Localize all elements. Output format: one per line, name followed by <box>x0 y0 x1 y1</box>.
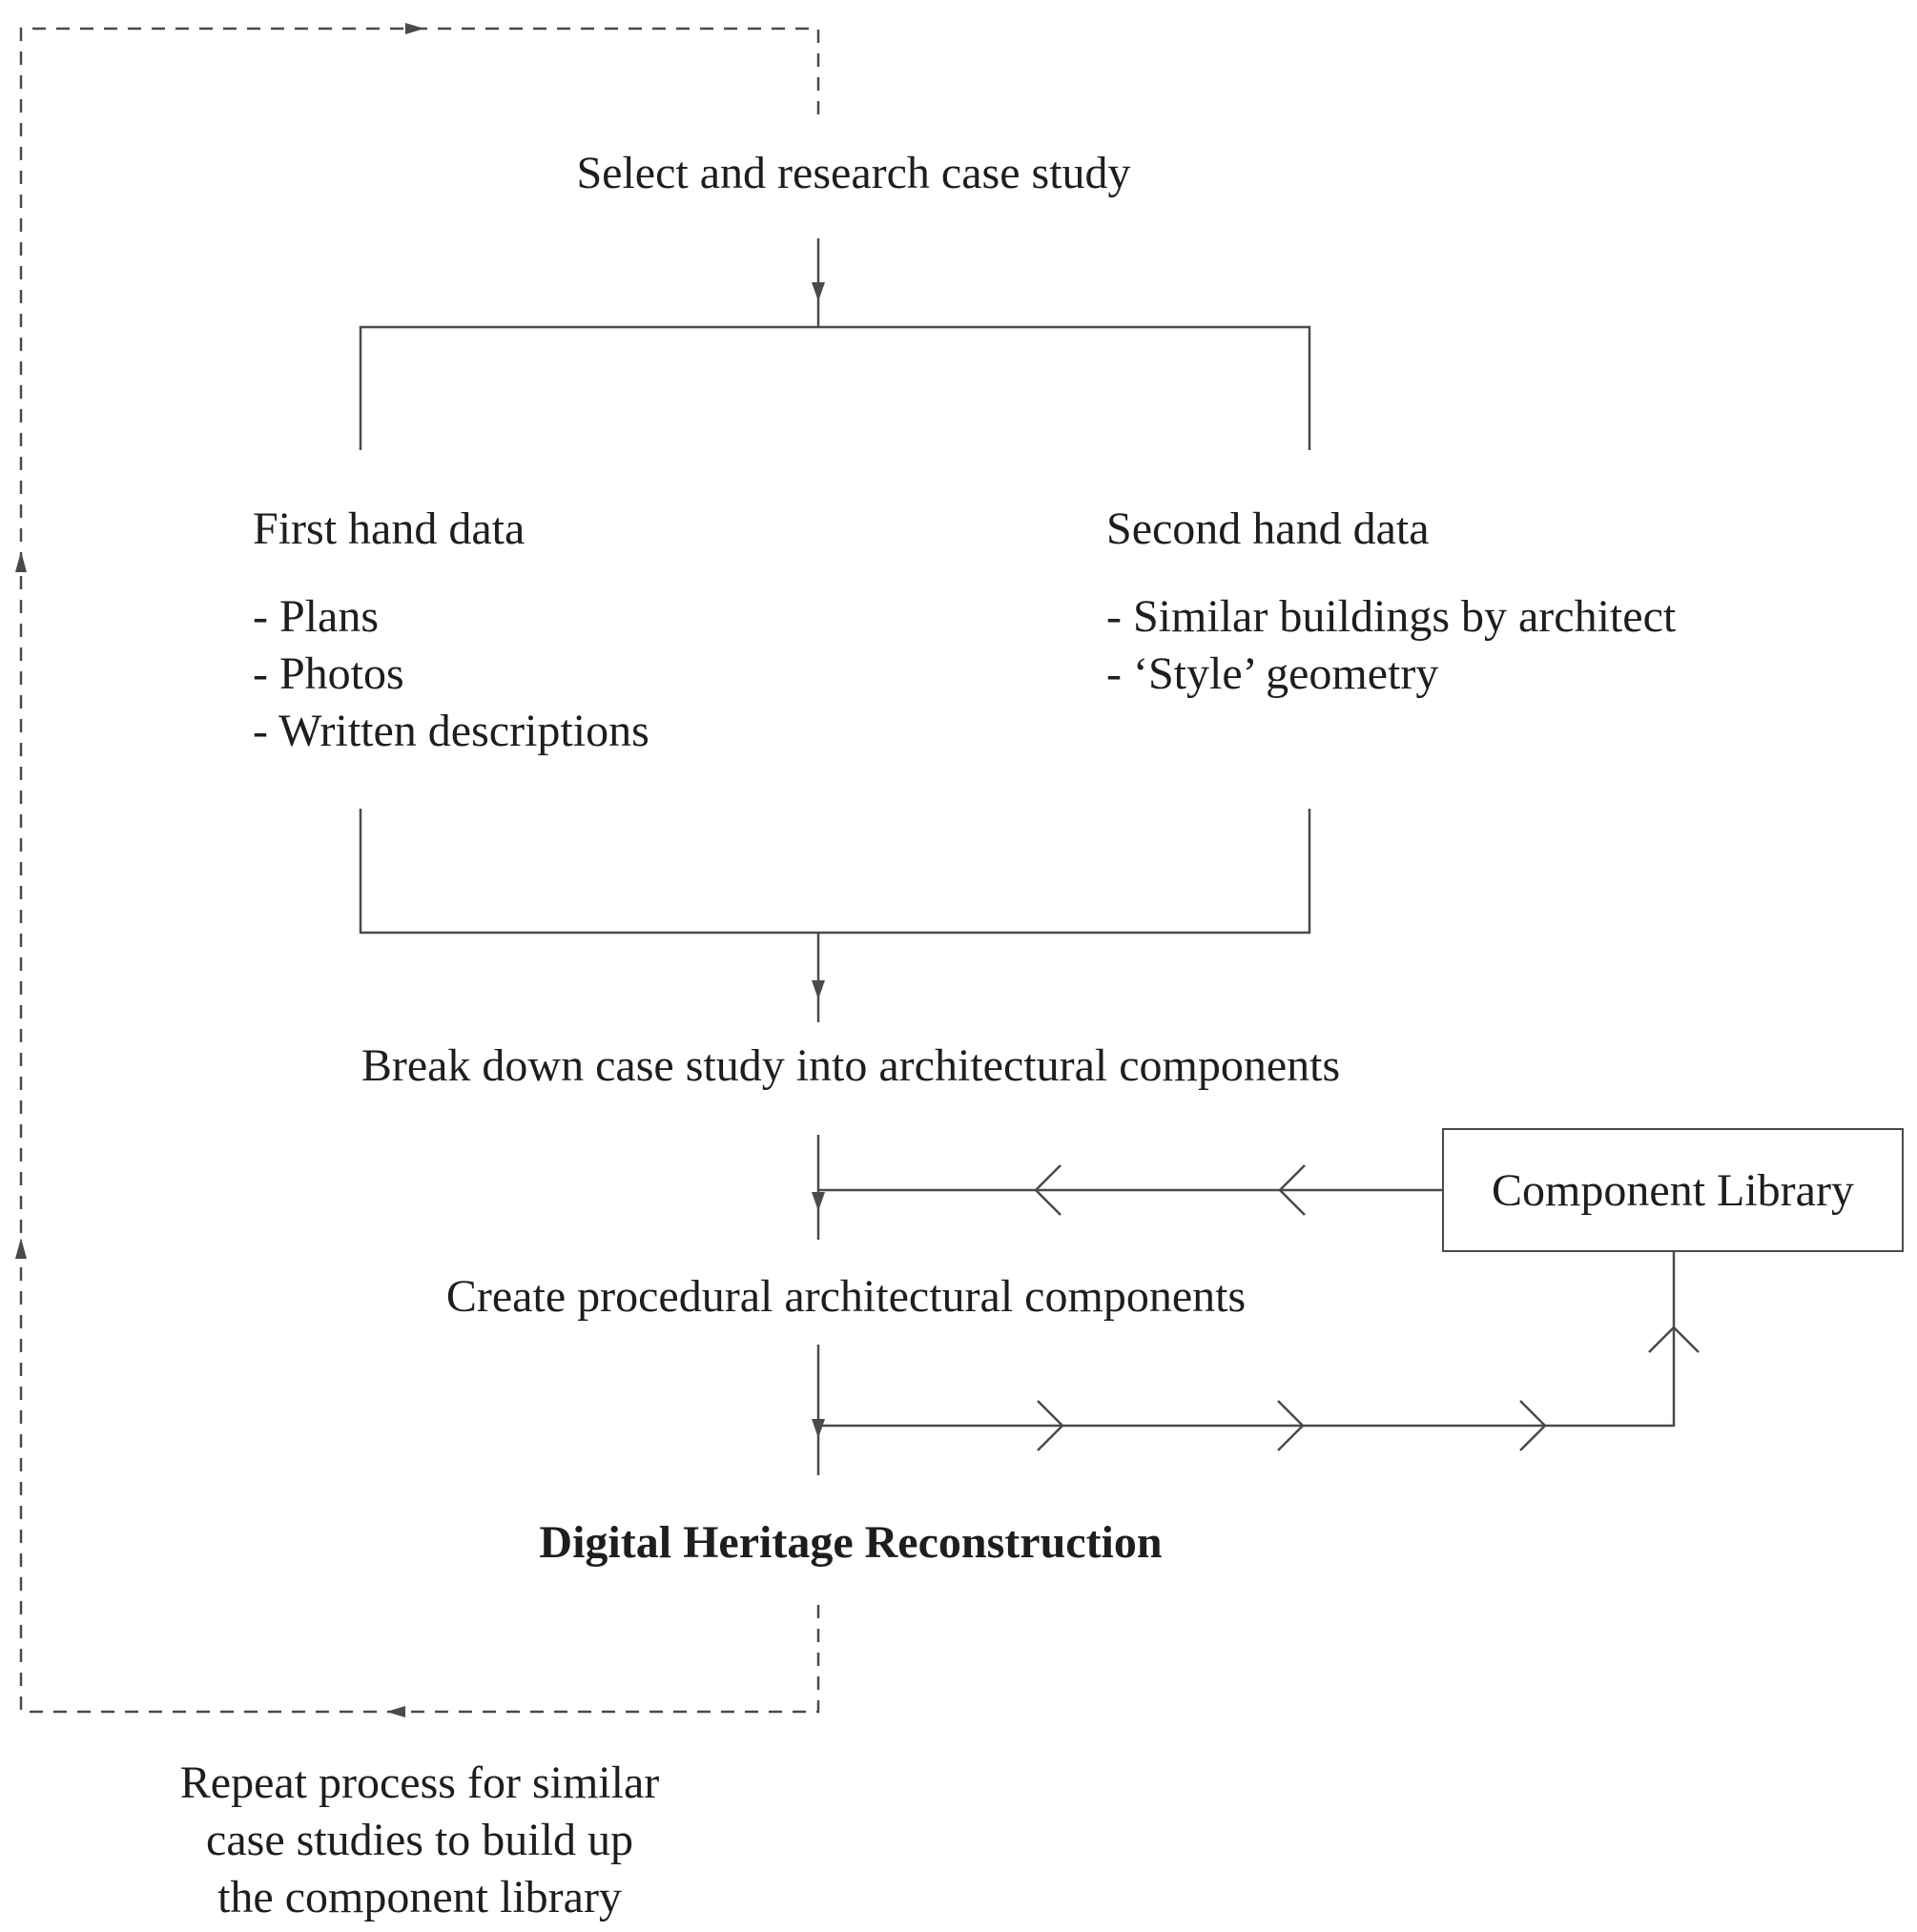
arrow-break-down <box>812 1192 825 1211</box>
chevron-library-out-1 <box>1037 1400 1064 1451</box>
chevron-library-in-2 <box>1278 1164 1306 1216</box>
connector-library-out <box>818 1252 1676 1428</box>
step-break-down: Break down case study into architectural… <box>361 1040 1341 1091</box>
repeat-note-line: case studies to build up <box>206 1815 633 1865</box>
step-select-case-study: Select and research case study <box>576 148 1131 198</box>
repeat-note-line: the component library <box>217 1872 622 1922</box>
repeat-note-line: Repeat process for similar <box>179 1757 660 1808</box>
component-library-box: Component Library <box>1442 1128 1904 1252</box>
step-create-components: Create procedural architectural componen… <box>445 1271 1247 1322</box>
first-hand-item: Plans <box>253 588 649 646</box>
arrow-select-down <box>812 282 825 301</box>
loop-arrow-left-lower <box>15 1238 27 1259</box>
step-reconstruction: Digital Heritage Reconstruction <box>539 1517 1163 1568</box>
merge-bracket <box>359 809 1311 935</box>
chevron-library-out-3 <box>1519 1400 1547 1451</box>
first-hand-title: First hand data <box>253 504 526 554</box>
first-hand-list: Plans Photos Written descriptions <box>253 588 649 760</box>
first-hand-item: Photos <box>253 646 649 703</box>
loop-arrow-bottom <box>386 1706 405 1717</box>
second-hand-item: Similar buildings by architect <box>1106 588 1676 646</box>
arrow-merge-down <box>812 980 825 999</box>
repeat-loop-dashed <box>19 27 820 1714</box>
first-hand-item: Written descriptions <box>253 703 649 760</box>
loop-arrow-top <box>405 23 424 34</box>
component-library-label: Component Library <box>1492 1164 1854 1216</box>
arrow-create-down <box>812 1419 825 1438</box>
loop-arrow-left-upper <box>15 551 27 572</box>
second-hand-title: Second hand data <box>1106 504 1430 554</box>
chevron-library-out-2 <box>1277 1400 1305 1451</box>
split-bracket <box>359 325 1311 450</box>
second-hand-list: Similar buildings by architect ‘Style’ g… <box>1106 588 1676 703</box>
second-hand-item: ‘Style’ geometry <box>1106 646 1676 703</box>
chevron-library-out-up <box>1648 1326 1700 1353</box>
repeat-process-note: Repeat process for similar case studies … <box>180 1755 660 1926</box>
chevron-library-in-1 <box>1034 1164 1062 1216</box>
